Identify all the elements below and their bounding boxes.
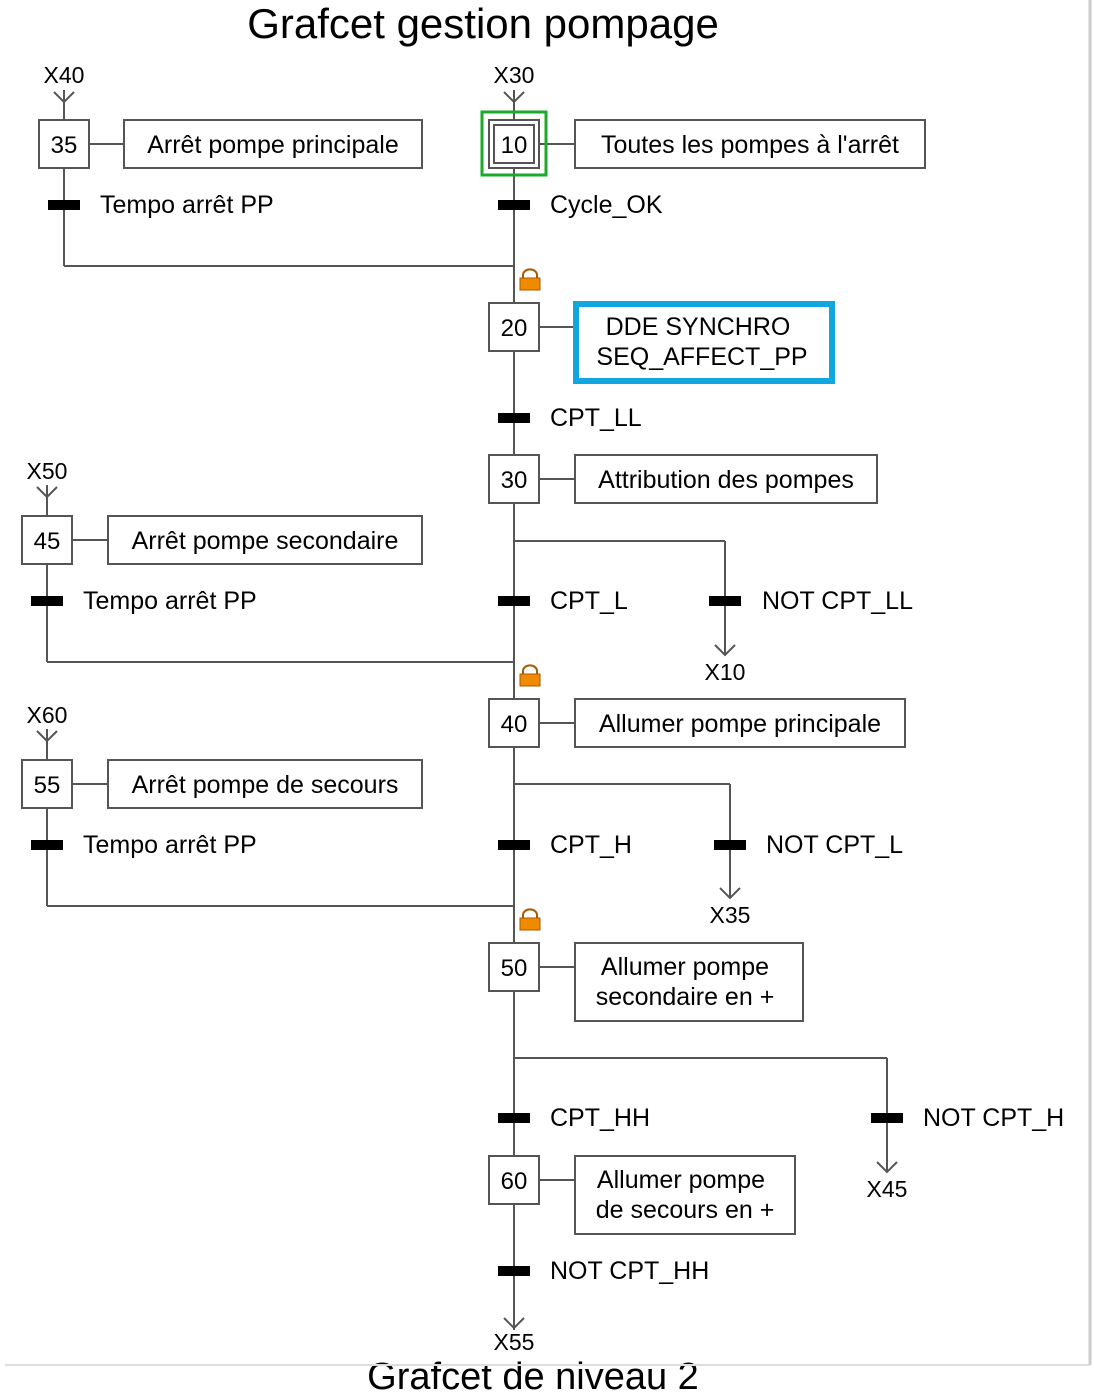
- transition-bar-t10: [498, 200, 530, 210]
- action-60: Allumer pompe de secours en +: [574, 1155, 796, 1235]
- transition-bars: [31, 200, 903, 1276]
- action-35: Arrêt pompe principale: [123, 119, 423, 169]
- highlight-frame: [573, 301, 835, 384]
- action-55: Arrêt pompe de secours: [107, 759, 423, 809]
- transition-label-t30a: CPT_L: [550, 587, 628, 615]
- transition-label-t60: NOT CPT_HH: [550, 1257, 709, 1285]
- action-text-line-2: de secours en +: [596, 1196, 775, 1224]
- action-text-line-2: SEQ_AFFECT_PP: [596, 343, 807, 371]
- transition-label-t20: CPT_LL: [550, 404, 642, 432]
- action-45: Arrêt pompe secondaire: [107, 515, 423, 565]
- transition-label-t40a: CPT_H: [550, 831, 632, 859]
- transition-label-t50b: NOT CPT_H: [923, 1104, 1064, 1132]
- lock-icon: [519, 268, 541, 291]
- action-10: Toutes les pompes à l'arrêt: [574, 119, 926, 169]
- transition-bar-t45: [31, 596, 63, 606]
- jump-target-x55: X55: [494, 1329, 535, 1355]
- transition-label-t40b: NOT CPT_L: [766, 831, 903, 859]
- action-text: Toutes les pompes à l'arrêt: [601, 131, 899, 159]
- step-number: 60: [501, 1168, 528, 1195]
- transition-label-t10: Cycle_OK: [550, 191, 663, 219]
- action-30: Attribution des pompes: [574, 454, 878, 504]
- step-number: 10: [501, 132, 528, 159]
- transition-bar-t40b: [714, 840, 746, 850]
- transition-label-t45: Tempo arrêt PP: [83, 587, 257, 615]
- jump-target-x45: X45: [867, 1176, 908, 1202]
- entry-ref-x60: X60: [27, 702, 68, 728]
- step-40[interactable]: 40: [488, 698, 540, 748]
- transition-label-t35: Tempo arrêt PP: [100, 191, 274, 219]
- jump-target-x35: X35: [710, 902, 751, 928]
- action-text: Attribution des pompes: [598, 466, 854, 494]
- action-20: DDE SYNCHRO SEQ_AFFECT_PP: [573, 301, 835, 384]
- transition-label-t30b: NOT CPT_LL: [762, 587, 913, 615]
- transition-bar-t50b: [871, 1113, 903, 1123]
- step-35[interactable]: 35: [38, 119, 90, 169]
- action-text: Arrêt pompe principale: [147, 131, 399, 159]
- step-60[interactable]: 60: [488, 1155, 540, 1205]
- step-number: 55: [34, 772, 61, 799]
- action-text-line-1: Allumer pompe: [601, 953, 769, 981]
- step-20[interactable]: 20: [488, 302, 540, 352]
- action-40: Allumer pompe principale: [574, 698, 906, 748]
- diagram-title: Grafcet gestion pompage: [247, 0, 719, 47]
- active-step-frame: [480, 110, 548, 177]
- action-text-line-2: secondaire en +: [596, 983, 775, 1011]
- lock-icon: [519, 664, 541, 687]
- step-number: 30: [501, 467, 528, 494]
- action-text: Arrêt pompe secondaire: [132, 527, 399, 555]
- step-number: 20: [501, 315, 528, 342]
- action-text: Allumer pompe principale: [599, 710, 881, 738]
- step-number: 35: [51, 132, 78, 159]
- jump-target-x10: X10: [705, 659, 746, 685]
- transition-label-t50a: CPT_HH: [550, 1104, 650, 1132]
- step-10[interactable]: 10: [480, 110, 548, 177]
- transition-bar-t50a: [498, 1113, 530, 1123]
- step-number: 40: [501, 711, 528, 738]
- transition-bar-t40a: [498, 840, 530, 850]
- transition-bar-t30a: [498, 596, 530, 606]
- step-number: 45: [34, 528, 61, 555]
- transition-label-t55: Tempo arrêt PP: [83, 831, 257, 859]
- step-number: 50: [501, 955, 528, 982]
- step-50[interactable]: 50: [488, 942, 540, 992]
- entry-ref-x30: X30: [494, 62, 535, 88]
- action-50: Allumer pompe secondaire en +: [574, 942, 804, 1022]
- step-45[interactable]: 45: [21, 515, 73, 565]
- diagram-subtitle: Grafcet de niveau 2: [367, 1356, 699, 1398]
- transition-bar-t20: [498, 413, 530, 423]
- action-text-line-1: DDE SYNCHRO: [606, 313, 791, 341]
- transition-bar-t55: [31, 840, 63, 850]
- entry-ref-x50: X50: [27, 458, 68, 484]
- step-30[interactable]: 30: [488, 454, 540, 504]
- transition-bar-t60: [498, 1266, 530, 1276]
- action-text-line-1: Allumer pompe: [597, 1166, 765, 1194]
- transition-bar-t30b: [709, 596, 741, 606]
- entry-ref-x40: X40: [44, 62, 85, 88]
- step-55[interactable]: 55: [21, 759, 73, 809]
- lock-icon: [519, 908, 541, 931]
- transition-bar-t35: [48, 200, 80, 210]
- action-text: Arrêt pompe de secours: [132, 771, 399, 799]
